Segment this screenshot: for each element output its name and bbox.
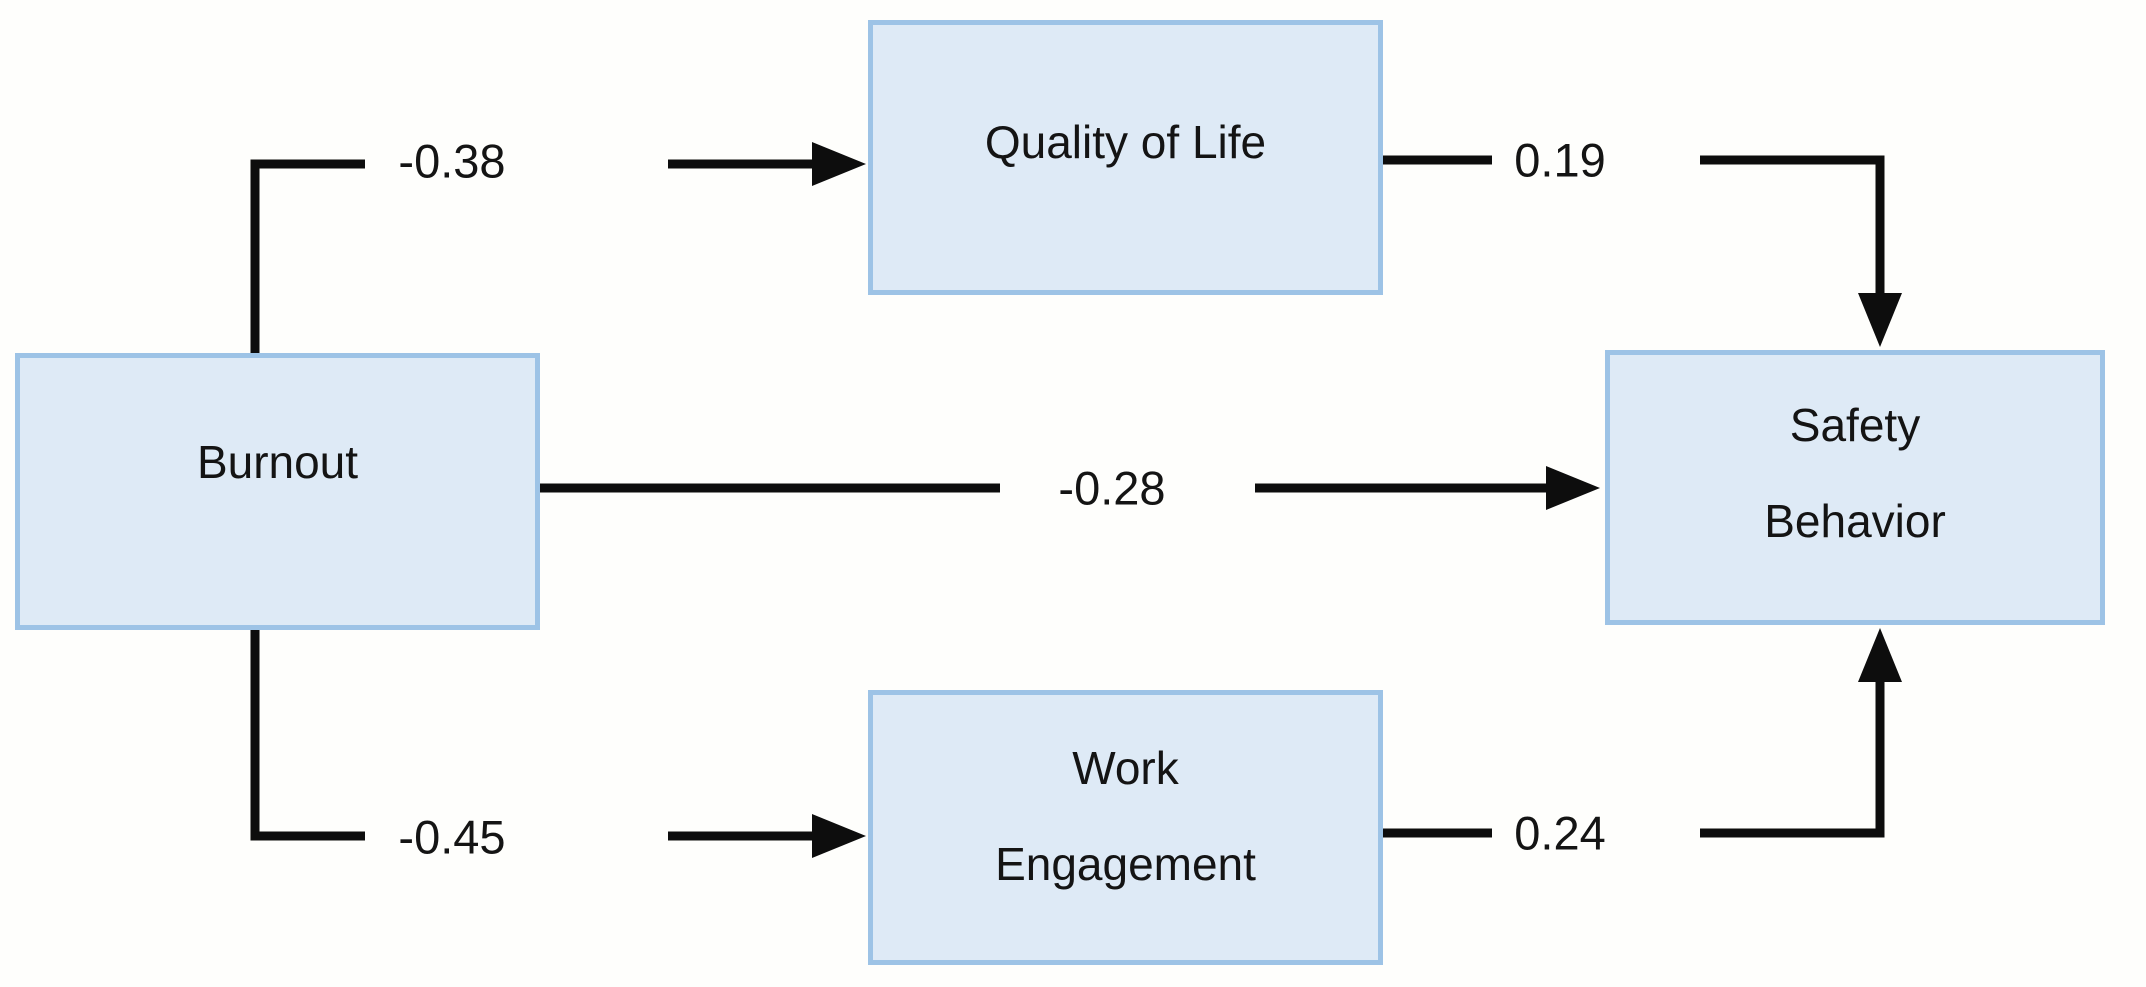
coefficient-burnout-safety-behavior: -0.28: [1058, 461, 1166, 515]
edge-line: [250, 630, 365, 841]
node-label-line: Engagement: [995, 837, 1256, 890]
coefficient-quality-of-life-safety-behavior: 0.19: [1514, 133, 1606, 187]
node-label: Burnout: [197, 414, 358, 510]
node-label-line: Behavior: [1764, 494, 1946, 547]
edge-burnout-work-engagement: [250, 630, 866, 858]
arrowhead-right-icon: [812, 814, 866, 858]
coefficient-burnout-quality-of-life: -0.38: [398, 134, 506, 188]
node-safety-behavior: Safety Behavior: [1605, 350, 2105, 625]
arrowhead-up-icon: [1858, 628, 1902, 682]
node-work-engagement: Work Engagement: [868, 690, 1383, 965]
node-label: Quality of Life: [985, 94, 1266, 190]
edge-quality-of-life-safety-behavior: [1383, 155, 1902, 347]
node-burnout: Burnout: [15, 353, 540, 630]
node-label: Work Engagement: [995, 720, 1256, 912]
edge-burnout-quality-of-life: [250, 142, 866, 353]
edge-line: [1700, 155, 1885, 300]
coefficient-work-engagement-safety-behavior: 0.24: [1514, 806, 1606, 860]
edge-line: [250, 159, 365, 353]
arrowhead-down-icon: [1858, 293, 1902, 347]
edge-line: [1700, 682, 1885, 838]
node-label-line: Safety: [1789, 398, 1921, 451]
coefficient-burnout-work-engagement: -0.45: [398, 810, 506, 864]
node-label-line: Burnout: [196, 435, 359, 488]
edge-burnout-safety-behavior: [540, 466, 1600, 510]
edge-work-engagement-safety-behavior: [1383, 628, 1902, 838]
node-label-line: Work: [1072, 741, 1179, 794]
arrowhead-right-icon: [1546, 466, 1600, 510]
node-label: Safety Behavior: [1764, 377, 1946, 569]
arrowhead-right-icon: [812, 142, 866, 186]
node-label-line: Quality of Life: [984, 115, 1267, 168]
node-quality-of-life: Quality of Life: [868, 20, 1383, 295]
